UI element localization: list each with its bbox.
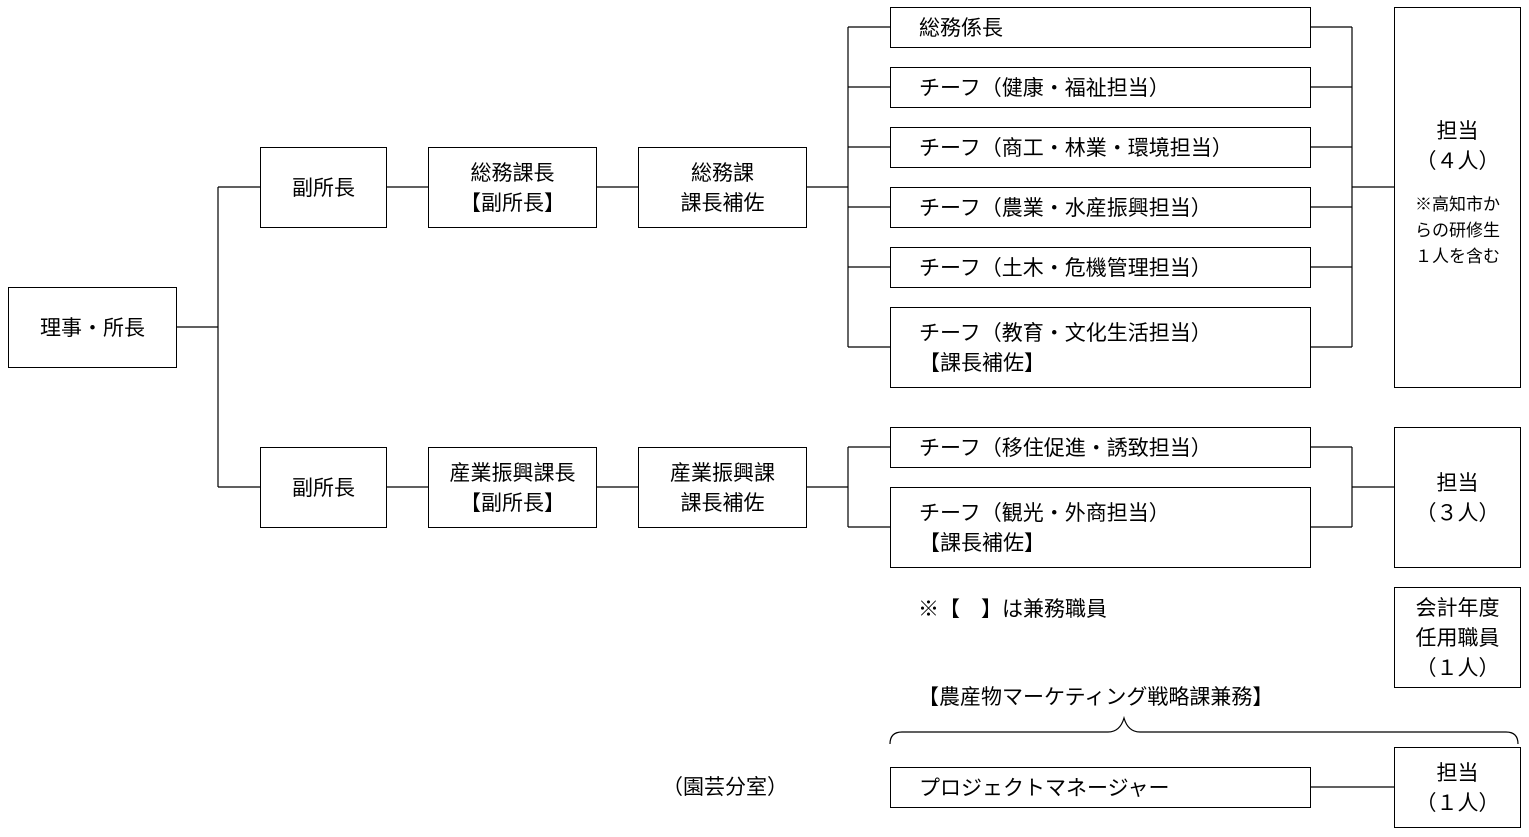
- unit-label: チーフ（観光・外商担当）: [919, 500, 1170, 525]
- staff-box-2: 担当 （３人）: [1394, 427, 1521, 568]
- unit-box-general-affairs: 総務係長: [890, 7, 1311, 48]
- unit-box-commerce-forestry: チーフ（商工・林業・環境担当）: [890, 127, 1311, 168]
- unit-sublabel: 【課長補佐】: [919, 350, 1045, 375]
- general-affairs-chief-line-1: 総務課長: [470, 160, 555, 185]
- unit-label: 総務係長: [919, 15, 1003, 40]
- industry-chief-line-1: 産業振興課長: [449, 460, 576, 485]
- fiscal-staff-line: 会計年度: [1415, 595, 1500, 620]
- unit-label: チーフ（健康・福祉担当）: [919, 75, 1170, 100]
- staff-count-pm: （１人）: [1415, 790, 1500, 815]
- unit-label: チーフ（土木・危機管理担当）: [919, 255, 1212, 280]
- general-affairs-chief-box: 総務課長 【副所長】: [428, 147, 597, 228]
- general-affairs-assistant-line-2: 課長補佐: [680, 190, 765, 215]
- general-affairs-assistant-box: 総務課 課長補佐: [638, 147, 807, 228]
- staff-note-line: １人を含む: [1415, 247, 1500, 267]
- general-affairs-chief-line-2: 【副所長】: [460, 190, 565, 215]
- staff-note-line: らの研修生: [1415, 221, 1500, 241]
- unit-box-migration: チーフ（移住促進・誘致担当）: [890, 427, 1311, 468]
- staff-count-1: （４人）: [1415, 149, 1500, 173]
- unit-label: チーフ（移住促進・誘致担当）: [919, 435, 1212, 460]
- marketing-label: 【農産物マーケティング戦略課兼務】: [918, 685, 1274, 709]
- deputy-box-1: 副所長: [260, 147, 387, 228]
- staff-title-2: 担当: [1436, 470, 1479, 495]
- legend-note: ※【 】は兼務職員: [918, 597, 1107, 621]
- staff-title-pm: 担当: [1436, 760, 1479, 785]
- fiscal-staff-box: 会計年度 任用職員 （１人）: [1394, 587, 1521, 688]
- industry-assistant-line-2: 課長補佐: [680, 490, 765, 515]
- deputy-box-2: 副所長: [260, 447, 387, 528]
- industry-chief-box: 産業振興課長 【副所長】: [428, 447, 597, 528]
- industry-chief-line-2: 【副所長】: [460, 490, 565, 515]
- unit-box-agriculture-fisheries: チーフ（農業・水産振興担当）: [890, 187, 1311, 228]
- unit-label: チーフ（教育・文化生活担当）: [919, 320, 1212, 345]
- staff-title-1: 担当: [1436, 119, 1479, 143]
- unit-box-tourism: チーフ（観光・外商担当） 【課長補佐】: [890, 487, 1311, 568]
- unit-label: チーフ（商工・林業・環境担当）: [919, 135, 1233, 160]
- deputy-label-2: 副所長: [292, 475, 355, 500]
- fiscal-staff-line: （１人）: [1415, 655, 1500, 680]
- staff-note-1: ※高知市か らの研修生 １人を含む: [1415, 192, 1500, 270]
- director-box: 理事・所長: [8, 287, 177, 368]
- unit-box-health-welfare: チーフ（健康・福祉担当）: [890, 67, 1311, 108]
- unit-box-education-culture: チーフ（教育・文化生活担当） 【課長補佐】: [890, 307, 1311, 388]
- general-affairs-assistant-line-1: 総務課: [691, 160, 754, 185]
- director-label: 理事・所長: [40, 315, 145, 340]
- industry-assistant-line-1: 産業振興課: [670, 460, 775, 485]
- staff-box-1: 担当 （４人） ※高知市か らの研修生 １人を含む: [1394, 7, 1521, 388]
- unit-sublabel: 【課長補佐】: [919, 530, 1045, 555]
- unit-box-civil-crisis: チーフ（土木・危機管理担当）: [890, 247, 1311, 288]
- fiscal-staff-line: 任用職員: [1415, 625, 1500, 650]
- staff-count-2: （３人）: [1415, 500, 1500, 525]
- project-manager-box: プロジェクトマネージャー: [890, 767, 1311, 808]
- project-manager-label: プロジェクトマネージャー: [919, 775, 1170, 800]
- deputy-label-1: 副所長: [292, 175, 355, 200]
- unit-label: チーフ（農業・水産振興担当）: [919, 195, 1212, 220]
- horticulture-label: （園芸分室）: [662, 775, 788, 799]
- industry-assistant-box: 産業振興課 課長補佐: [638, 447, 807, 528]
- staff-note-line: ※高知市か: [1415, 195, 1500, 215]
- staff-box-pm: 担当 （１人）: [1394, 747, 1521, 828]
